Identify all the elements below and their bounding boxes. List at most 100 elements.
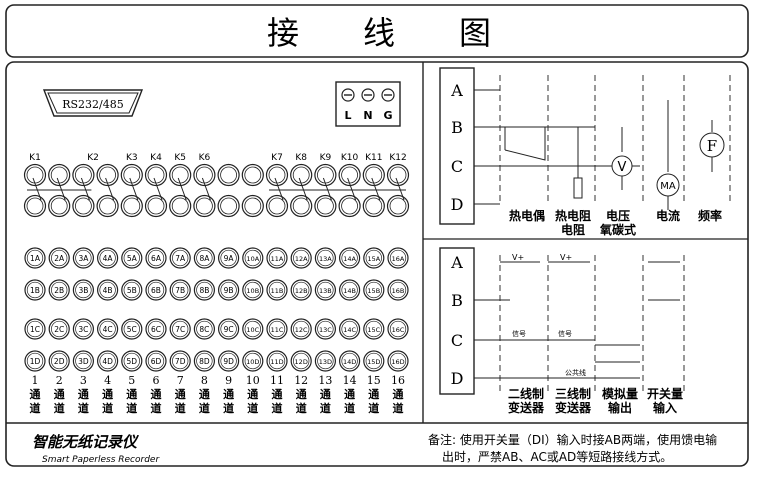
channel-terminal-inner bbox=[244, 352, 261, 370]
terminal-13a: 13A bbox=[319, 255, 332, 263]
channel-terminal-inner bbox=[26, 281, 44, 299]
terminal-14a: 14A bbox=[343, 255, 356, 263]
channel-number-16: 16 bbox=[391, 374, 405, 387]
bottom-terminal-d: D bbox=[451, 369, 464, 388]
terminal-1d: 1D bbox=[30, 357, 41, 366]
note-line-1: 备注: 使用开关量（DI）输入时接AB两端，使用馈电输 bbox=[428, 432, 717, 447]
channel-word: 通 bbox=[54, 388, 65, 401]
channel-word: 道 bbox=[272, 401, 283, 415]
relay-terminal bbox=[120, 194, 143, 218]
terminal-12d: 12D bbox=[295, 358, 308, 366]
channel-terminal-inner bbox=[99, 249, 116, 267]
channel-terminal bbox=[96, 279, 119, 301]
relay-label-k3: K3 bbox=[126, 153, 138, 163]
channel-terminal-inner bbox=[365, 320, 382, 338]
channel-terminal bbox=[145, 279, 167, 301]
relay-terminal bbox=[314, 194, 337, 218]
channel-terminal-inner bbox=[51, 352, 68, 370]
terminal-5d: 5D bbox=[127, 357, 138, 366]
power-screws bbox=[341, 88, 395, 102]
relay-terminal bbox=[48, 194, 71, 218]
relay-terminal bbox=[169, 163, 192, 187]
channel-terminal-inner bbox=[317, 320, 334, 338]
top-input-labels: 热电偶热电阻电阻电压氧碳式电流频率 bbox=[509, 208, 722, 237]
power-terminal-label: L bbox=[344, 109, 351, 122]
signal-label-1: 信号 bbox=[512, 329, 526, 338]
rs232-connector-inner bbox=[47, 92, 139, 114]
channel-terminal-inner bbox=[75, 352, 92, 370]
channel-terminal bbox=[145, 247, 167, 269]
top-terminal-b: B bbox=[451, 118, 463, 137]
channel-terminal bbox=[145, 350, 167, 372]
channel-number-2: 2 bbox=[56, 374, 63, 387]
channel-terminal bbox=[72, 279, 95, 301]
channel-number-4: 4 bbox=[104, 374, 111, 387]
relay-contact bbox=[298, 177, 308, 201]
bottom-input-label: 变送器 bbox=[508, 400, 545, 415]
top-input-label: 热电阻 bbox=[555, 208, 591, 223]
relay-terminal-inner bbox=[220, 166, 238, 184]
terminal-16d: 16D bbox=[391, 358, 404, 366]
top-input-label: 热电偶 bbox=[509, 208, 545, 223]
channel-terminal-inner bbox=[26, 352, 44, 370]
channel-terminal bbox=[266, 247, 288, 269]
terminal-11a: 11A bbox=[271, 255, 284, 263]
channel-terminal-inner bbox=[365, 249, 382, 267]
channel-terminal bbox=[314, 318, 336, 340]
channel-word: 道 bbox=[78, 401, 89, 415]
relay-terminal bbox=[217, 163, 240, 187]
channel-terminal bbox=[387, 350, 409, 372]
channel-terminal-inner bbox=[268, 352, 286, 370]
relay-terminal-inner bbox=[220, 197, 238, 215]
power-terminal-label: N bbox=[363, 109, 372, 122]
top-input-label: 电阻 bbox=[561, 222, 585, 237]
channel-terminal bbox=[314, 350, 336, 372]
relay-terminal bbox=[193, 194, 216, 218]
relay-terminals bbox=[23, 163, 410, 218]
terminal-16c: 16C bbox=[392, 326, 405, 334]
channel-terminal bbox=[363, 247, 385, 269]
channel-word: 道 bbox=[199, 401, 210, 415]
channel-terminal bbox=[72, 350, 95, 372]
relay-terminal-inner bbox=[195, 197, 213, 215]
relay-label-k4: K4 bbox=[150, 153, 162, 163]
channel-terminal bbox=[48, 247, 70, 269]
relay-terminal-inner bbox=[389, 197, 407, 215]
channel-terminal bbox=[363, 279, 385, 301]
terminal-3c: 3C bbox=[78, 325, 88, 334]
terminal-13d: 13D bbox=[319, 358, 332, 366]
frequency-meter-label: F bbox=[707, 137, 717, 155]
top-terminal-block bbox=[439, 67, 475, 225]
terminal-7b: 7B bbox=[175, 286, 185, 295]
bottom-input-label: 输出 bbox=[608, 400, 632, 415]
channel-terminal bbox=[242, 279, 264, 301]
relay-contact bbox=[177, 177, 187, 201]
terminal-9a: 9A bbox=[224, 254, 235, 263]
terminal-14d: 14D bbox=[343, 358, 356, 366]
terminal-1c: 1C bbox=[30, 325, 40, 334]
terminal-6c: 6C bbox=[151, 325, 161, 334]
channel-terminal-inner bbox=[26, 320, 44, 338]
channel-terminal-inner bbox=[293, 320, 310, 338]
signal-label-2: 信号 bbox=[558, 329, 572, 338]
top-input-label: 电压 bbox=[606, 208, 630, 223]
channel-word: 道 bbox=[320, 401, 331, 415]
channel-terminal bbox=[145, 318, 167, 340]
channel-terminal-inner bbox=[317, 352, 334, 370]
channel-word: 道 bbox=[344, 401, 355, 415]
relay-terminal bbox=[362, 163, 385, 187]
terminal-15d: 15D bbox=[367, 358, 380, 366]
v-plus-label-1: V+ bbox=[512, 253, 524, 262]
relay-terminal-inner bbox=[292, 197, 310, 215]
relay-terminal bbox=[144, 194, 168, 218]
relay-terminal bbox=[314, 163, 337, 187]
terminal-5b: 5B bbox=[127, 286, 137, 295]
relay-terminal bbox=[144, 163, 168, 187]
channel-terminal-inner bbox=[220, 249, 237, 267]
relay-terminal bbox=[386, 194, 410, 218]
relay-label-k7: K7 bbox=[271, 153, 283, 163]
channel-terminal-inner bbox=[99, 352, 116, 370]
channel-number-5: 5 bbox=[128, 374, 135, 387]
bottom-input-label: 三线制 bbox=[555, 386, 591, 401]
